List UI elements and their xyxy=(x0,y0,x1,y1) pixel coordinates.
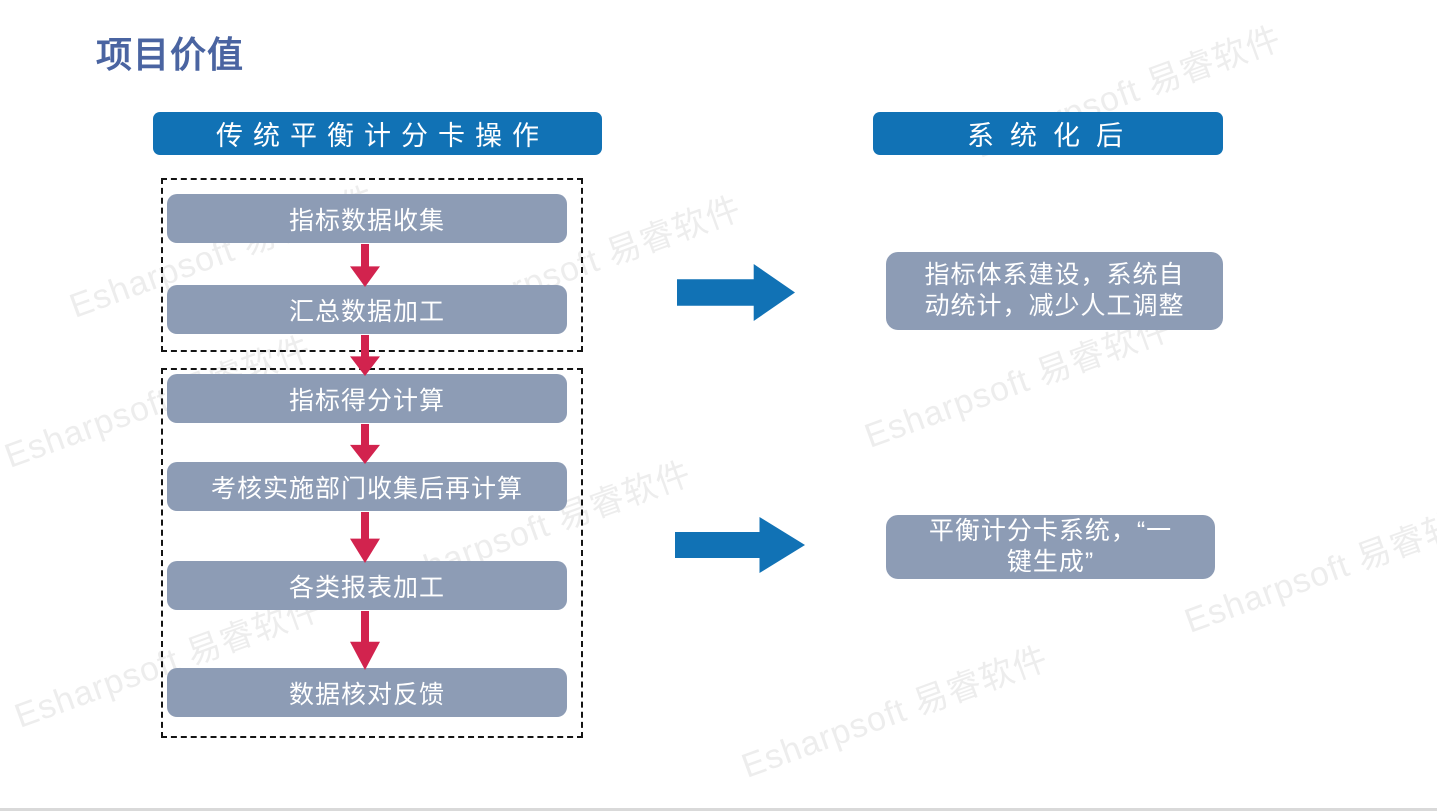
slide-bottom-border xyxy=(0,808,1437,811)
down-arrow-icon xyxy=(350,611,380,670)
down-arrow-icon xyxy=(350,512,380,563)
process-step: 各类报表加工 xyxy=(167,561,567,610)
left-column-header-label: 传统平衡计分卡操作 xyxy=(216,121,549,152)
process-step: 指标数据收集 xyxy=(167,194,567,243)
process-group-1-outline xyxy=(161,178,583,352)
down-arrow-icon xyxy=(350,335,380,376)
down-arrow-icon xyxy=(350,244,380,287)
right-column-header: 系统化后 xyxy=(873,112,1223,155)
process-step: 指标得分计算 xyxy=(167,374,567,423)
right-arrow-icon xyxy=(675,517,805,573)
process-step: 数据核对反馈 xyxy=(167,668,567,717)
right-column-header-label: 系统化后 xyxy=(967,121,1139,152)
process-step: 考核实施部门收集后再计算 xyxy=(167,462,567,511)
process-step: 汇总数据加工 xyxy=(167,285,567,334)
result-box: 平衡计分卡系统，“一键生成” xyxy=(886,515,1215,579)
left-column-header: 传统平衡计分卡操作 xyxy=(153,112,602,155)
right-arrow-icon xyxy=(677,264,795,321)
process-group-2-outline xyxy=(161,368,583,738)
down-arrow-icon xyxy=(350,424,380,464)
result-box: 指标体系建设，系统自动统计，减少人工调整 xyxy=(886,252,1223,330)
page-title: 项目价值 xyxy=(96,34,245,75)
